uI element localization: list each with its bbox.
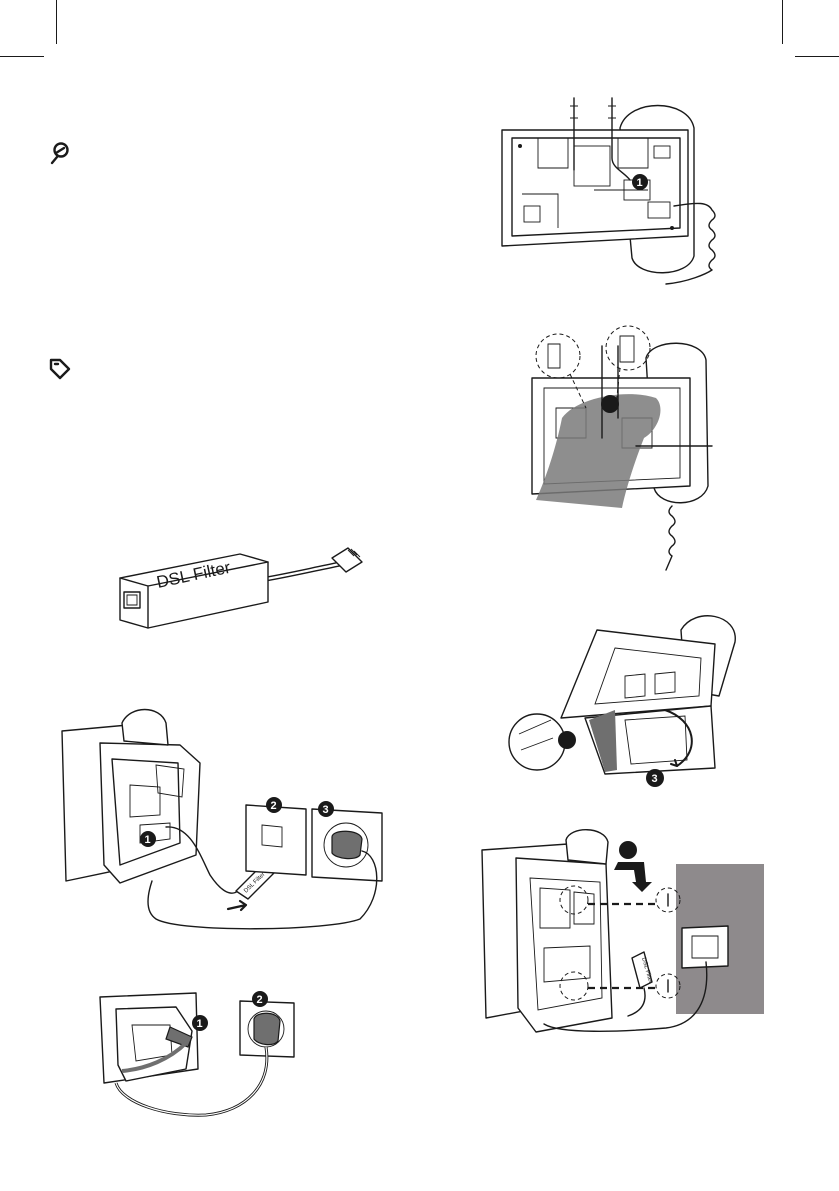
trim-mark-top-right-vertical xyxy=(782,0,783,44)
power-connection-figure: 1 2 xyxy=(96,985,316,1120)
stand-step-badge-3: 3 xyxy=(652,773,658,785)
tag-icon xyxy=(47,356,73,382)
note-pen-icon xyxy=(48,140,74,166)
wall-connection-figure: 1 DSL Filter 2 3 xyxy=(60,705,390,935)
step-badge-2: 2 xyxy=(271,800,277,812)
base-pullout-figure xyxy=(526,318,726,573)
power-step-badge-1: 1 xyxy=(197,1018,203,1030)
trim-mark-top-left-vertical xyxy=(56,0,57,44)
trim-mark-top-left xyxy=(0,56,44,57)
power-step-badge-2: 2 xyxy=(257,994,263,1006)
wall-mount-figure: DSL Filter xyxy=(470,828,770,1048)
trim-mark-top-right xyxy=(795,56,839,57)
step-badge-1: 1 xyxy=(145,834,151,846)
base-bottom-figure: 1 xyxy=(498,98,748,293)
dsl-filter-figure: DSL Filter xyxy=(110,540,380,640)
step-badge-3: 3 xyxy=(323,804,329,816)
stand-attach-figure: 3 xyxy=(505,600,745,790)
base-step-badge-1: 1 xyxy=(637,177,643,189)
